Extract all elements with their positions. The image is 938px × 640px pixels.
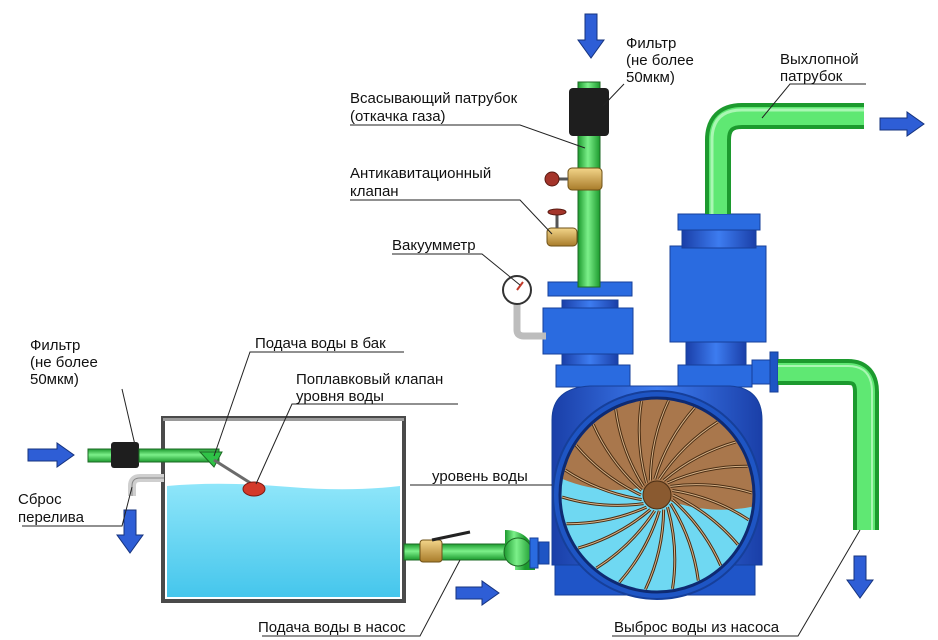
label-water-level: уровень воды (432, 468, 528, 485)
impeller-vane-highlight (575, 445, 642, 496)
impeller-vane-highlight (645, 509, 665, 590)
labels: Фильтр (не более 50мкм) Выхлопной патруб… (18, 35, 859, 636)
impeller-vane-highlight (667, 465, 748, 484)
impeller-vane-highlight (566, 506, 647, 525)
pump-feed-pipe (403, 530, 550, 570)
impeller-vane-highlight (619, 510, 660, 583)
top-filter-icon (569, 88, 609, 136)
arrow-down-outlet-icon (846, 555, 874, 599)
vacuum-gauge (502, 275, 546, 340)
label-water-to-tank: Подача воды в бак (255, 335, 386, 352)
label-overflow-1: Сброс (18, 491, 62, 508)
label-water-to-pump: Подача воды в насос (258, 619, 406, 636)
impeller-vanes (561, 400, 753, 590)
impeller-vane-highlight (672, 499, 722, 566)
label-overflow-2: перелива (18, 509, 85, 526)
impeller-vane-highlight (565, 469, 642, 501)
label-filter-left-3: 50мкм) (30, 371, 79, 388)
outlet-pipe (778, 359, 879, 530)
leader-lines (22, 83, 866, 637)
label-exhaust-1: Выхлопной (780, 51, 859, 68)
impeller-vane-highlight (666, 506, 676, 589)
arrow-right-exhaust-icon (879, 111, 925, 137)
impeller-vane-highlight (592, 424, 642, 491)
tank-inlet-pipe (87, 442, 266, 497)
water-tank (161, 416, 406, 603)
label-water-out: Выброс воды из насоса (614, 619, 780, 636)
impeller-vane-highlight (670, 503, 699, 581)
impeller-vane-highlight (670, 484, 753, 494)
impeller-vane-highlight (638, 401, 648, 484)
label-filter-top-3: 50мкм) (626, 69, 675, 86)
impeller-vane-highlight (649, 400, 669, 481)
impeller-vane-highlight (672, 494, 739, 545)
flow-arrows (27, 13, 925, 606)
label-filter-left-2: (не более (30, 354, 98, 371)
impeller-vane-highlight (654, 407, 695, 480)
vacuum-pump (542, 213, 779, 600)
label-filter-top-1: Фильтр (626, 35, 676, 52)
label-anticav-2: клапан (350, 183, 399, 200)
arrow-right-pump-feed-icon (455, 580, 500, 606)
label-float-valve-1: Поплавковый клапан (296, 371, 443, 388)
label-suction-2: (откачка газа) (350, 108, 446, 125)
arrow-down-overflow-icon (116, 509, 144, 554)
tank-water (167, 483, 400, 597)
impeller-vane-highlight (672, 489, 749, 521)
left-filter-icon (111, 442, 139, 468)
impeller-vane-highlight (658, 421, 718, 480)
impeller-vane-highlight (615, 409, 644, 487)
impeller-vane-highlight (596, 510, 656, 569)
arrow-right-left-inlet-icon (27, 442, 75, 468)
label-exhaust-2: патрубок (780, 68, 843, 85)
arrow-down-top-icon (577, 13, 605, 59)
suction-pipe (544, 81, 609, 288)
label-filter-top-2: (не более (626, 52, 694, 69)
label-vacuum: Вакуумметр (392, 237, 476, 254)
float-ball-icon (242, 481, 266, 497)
label-suction-1: Всасывающий патрубок (350, 90, 518, 107)
label-anticav-1: Антикавитационный (350, 165, 491, 182)
exhaust-pipe (705, 103, 864, 214)
overflow-pipe (128, 474, 164, 496)
impeller-vane-highlight (561, 496, 644, 506)
label-filter-left-1: Фильтр (30, 337, 80, 354)
impeller-vane-highlight (663, 441, 736, 481)
impeller-vane-highlight (578, 509, 651, 549)
label-float-valve-2: уровня воды (296, 388, 384, 405)
